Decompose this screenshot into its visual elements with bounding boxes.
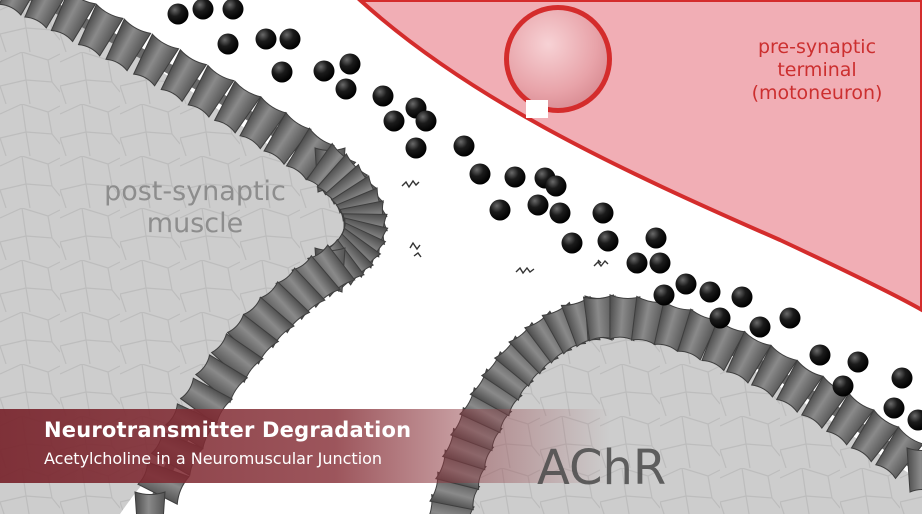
acetylcholine-molecule <box>891 367 913 389</box>
acetylcholine-molecule <box>453 135 475 157</box>
achr-receptor <box>226 313 280 365</box>
achr-receptor <box>77 3 124 57</box>
acetylcholine-molecule <box>415 110 437 132</box>
achr-receptor <box>725 330 772 384</box>
acetylcholine-molecule <box>167 3 189 25</box>
acetylcholine-molecule <box>217 33 239 55</box>
achr-receptor <box>213 80 262 134</box>
muscle-region-left <box>0 0 354 514</box>
postsynaptic-label-line2: muscle <box>146 207 244 239</box>
achr-receptor <box>306 142 357 196</box>
achr-receptor <box>0 0 45 16</box>
acetylcholine-molecule <box>832 375 854 397</box>
acetylcholine-molecule <box>255 28 277 50</box>
presynaptic-label-line3: (motoneuron) <box>751 81 883 104</box>
caption-bar: Neurotransmitter Degradation Acetylcholi… <box>0 409 610 483</box>
achr-receptor <box>24 0 70 29</box>
acetylcholine-molecule <box>469 163 491 185</box>
presynaptic-terminal <box>357 0 922 313</box>
postsynaptic-label: post-synaptic muscle <box>80 176 310 240</box>
achr-receptor <box>307 244 356 298</box>
synaptic-vesicle <box>504 5 612 118</box>
acetylcholine-molecule <box>675 273 697 295</box>
acetylcholine-molecule <box>549 202 571 224</box>
acetylcholine-molecule <box>527 194 549 216</box>
acetylcholine-molecule <box>653 284 675 306</box>
achr-receptor <box>677 308 720 361</box>
acetylcholine-molecule <box>279 28 301 50</box>
acetylcholine-molecule <box>731 286 753 308</box>
acetylcholine-molecule <box>192 0 214 20</box>
achr-receptor <box>480 350 534 401</box>
acetylcholine-molecule <box>907 409 922 431</box>
presynaptic-label-line1: pre-synaptic <box>757 36 877 58</box>
acetylcholine-molecule <box>545 175 567 197</box>
acetylcholine-molecule <box>335 78 357 100</box>
acetylcholine-molecule <box>645 227 667 249</box>
acetylcholine-molecule <box>504 166 526 188</box>
acetylcholine-molecule <box>372 85 394 107</box>
acetylcholine-molecule <box>626 252 648 274</box>
presynaptic-label-line2: terminal <box>777 58 857 81</box>
achr-receptor <box>239 96 288 150</box>
achr-receptor <box>850 409 900 463</box>
achr-receptor <box>875 425 922 480</box>
achr-receptor <box>160 48 208 103</box>
acetylcholine-molecule <box>222 0 244 20</box>
acetylcholine-molecule <box>271 61 293 83</box>
acetylcholine-molecule <box>847 351 869 373</box>
achr-receptor <box>194 354 249 404</box>
achr-receptor <box>493 335 547 387</box>
degraded-fragments <box>401 179 609 275</box>
achr-receptor <box>50 0 97 43</box>
acetylcholine-molecule <box>699 281 721 303</box>
achr-receptor <box>825 392 875 446</box>
achr-receptor <box>210 332 264 384</box>
achr-receptor <box>132 33 180 87</box>
acetylcholine-molecule <box>592 202 614 224</box>
acetylcholine-molecule <box>709 307 731 329</box>
acetylcholine-molecule <box>489 199 511 221</box>
achr-receptor <box>134 491 166 514</box>
achr-receptor <box>523 310 573 364</box>
achr-receptor <box>105 18 152 72</box>
acetylcholine-molecule <box>749 316 771 338</box>
acetylcholine-molecule <box>405 137 427 159</box>
acetylcholine-molecule <box>313 60 335 82</box>
acetylcholine-molecule <box>883 397 905 419</box>
acetylcholine-molecule <box>339 53 361 75</box>
presynaptic-label: pre-synaptic terminal (motoneuron) <box>722 36 912 104</box>
achr-receptor <box>750 344 798 398</box>
achr-receptor <box>508 321 559 375</box>
acetylcholine-molecule <box>649 252 671 274</box>
postsynaptic-label-line1: post-synaptic <box>104 176 286 207</box>
acetylcholine-molecule <box>383 110 405 132</box>
achr-receptor <box>291 254 341 309</box>
acetylcholine-molecule <box>561 232 583 254</box>
achr-receptor <box>275 267 326 321</box>
acetylcholine-molecule <box>779 307 801 329</box>
caption-subtitle: Acetylcholine in a Neuromuscular Junctio… <box>44 449 383 468</box>
achr-receptor <box>263 111 312 166</box>
acetylcholine-molecules <box>167 0 922 431</box>
acetylcholine-molecule <box>809 344 831 366</box>
caption-title: Neurotransmitter Degradation <box>44 418 412 442</box>
achr-receptor <box>582 294 615 342</box>
achr-receptor <box>906 447 922 493</box>
achr-receptor <box>653 300 694 353</box>
acetylcholine-molecule <box>597 230 619 252</box>
achr-receptor <box>775 359 824 413</box>
achr-receptor <box>187 64 235 118</box>
achr-label: AChR <box>537 440 667 496</box>
